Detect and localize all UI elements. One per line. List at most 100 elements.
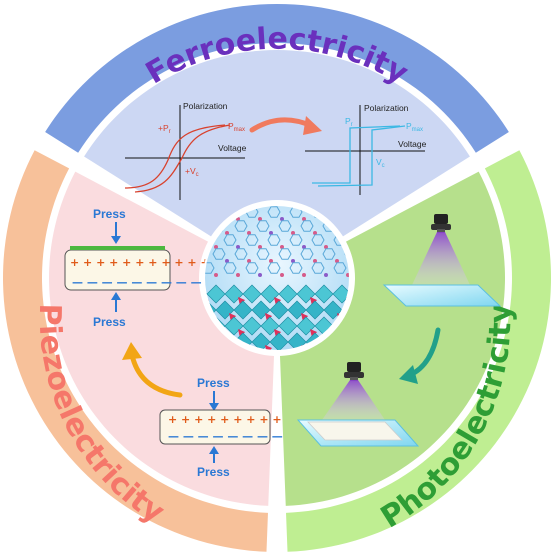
cation <box>238 297 245 306</box>
cation <box>274 297 281 306</box>
negative-charges: — — — — — — — — <box>168 430 283 443</box>
photo-setup-upper <box>382 214 502 307</box>
molecule-ring <box>278 220 292 232</box>
y-axis-label: Polarization <box>183 101 228 111</box>
press-label-top: Press <box>197 376 230 390</box>
crystal-structure <box>203 204 351 352</box>
atom <box>225 231 229 235</box>
molecule-ring <box>205 262 215 274</box>
hysteresis-branch-upper <box>312 125 401 184</box>
ring-segment-top <box>45 3 509 153</box>
atom <box>269 231 273 235</box>
molecule-ring <box>333 262 347 274</box>
arrow-head-icon <box>209 446 219 454</box>
pr-label: +Pr <box>158 123 171 135</box>
arrow-head-icon <box>111 236 121 244</box>
light-beam <box>322 380 385 420</box>
atom <box>302 245 306 249</box>
octahedron <box>269 300 289 320</box>
molecular-layer <box>205 206 349 277</box>
hysteresis-plot-left: Polarization Voltage +Pr Pmax +Vc <box>124 101 247 200</box>
atom <box>280 273 284 277</box>
x-axis-label: Voltage <box>218 143 247 153</box>
curved-arrow-icon <box>249 116 322 135</box>
ring-segment-right <box>286 150 552 552</box>
y-axis-label: Polarization <box>364 103 409 113</box>
atom <box>335 259 339 263</box>
molecule-ring <box>289 262 303 274</box>
x-axis-label: Voltage <box>398 139 427 149</box>
atom <box>269 259 273 263</box>
atom <box>280 217 284 221</box>
octahedron <box>206 284 226 304</box>
positive-charges: + + + + + + + + + <box>168 413 282 426</box>
octahedron <box>278 316 298 336</box>
hysteresis-branch-lower <box>317 125 406 187</box>
vc-label: +Vc <box>185 166 199 178</box>
cation <box>238 329 245 338</box>
film-rect <box>159 409 271 445</box>
atom <box>225 259 229 263</box>
atom <box>247 259 251 263</box>
cation <box>229 313 236 322</box>
pmax-label: Pmax <box>228 121 245 133</box>
hysteresis-branch-lower <box>134 124 231 193</box>
cation <box>310 297 317 306</box>
atom <box>346 273 349 277</box>
hysteresis-branch-upper <box>124 124 226 189</box>
molecule-ring <box>322 248 336 260</box>
piezo-film-upper: Press + + + + + + + + + + + — — — — — — … <box>64 207 210 329</box>
atom <box>258 217 262 221</box>
atom <box>214 273 218 277</box>
arrow-head-icon <box>111 292 121 300</box>
molecule-ring <box>223 234 237 246</box>
molecule-ring <box>278 248 292 260</box>
molecule-ring <box>223 262 237 274</box>
molecule-ring <box>256 248 270 260</box>
pmax-label: Pmax <box>406 121 423 133</box>
sector-ferroelectricity <box>84 49 470 237</box>
molecule-ring <box>267 234 281 246</box>
molecule-ring <box>300 248 314 260</box>
molecule-ring <box>267 206 281 218</box>
press-label-top: Press <box>93 207 126 221</box>
atom <box>302 273 306 277</box>
cation <box>301 313 308 322</box>
atom <box>214 245 218 249</box>
negative-charges: — — — — — — — — — <box>72 276 202 289</box>
atom <box>236 245 240 249</box>
atom <box>280 245 284 249</box>
octahedron <box>314 284 334 304</box>
atom <box>258 245 262 249</box>
octahedron <box>305 300 325 320</box>
atom <box>302 217 306 221</box>
outer-ring <box>2 3 552 552</box>
arrow-head-icon <box>209 403 219 411</box>
molecule-ring <box>311 234 325 246</box>
cation <box>310 329 317 338</box>
hysteresis-plot-right: Polarization Voltage Pr Pmax Vc <box>305 103 427 195</box>
molecule-ring <box>256 220 270 232</box>
thin-film <box>307 421 403 441</box>
pr-label: Pr <box>345 116 353 128</box>
molecule-ring <box>234 248 248 260</box>
octahedron <box>269 332 289 350</box>
photo-setup-lower <box>296 362 420 447</box>
positive-charges: + + + + + + + + + + + <box>70 256 210 269</box>
electrode-top <box>70 246 165 250</box>
atom <box>291 259 295 263</box>
molecule-ring <box>267 262 281 274</box>
glass-substrate <box>382 284 502 307</box>
molecule-ring <box>245 262 259 274</box>
light-beam <box>412 232 470 285</box>
octahedron <box>278 284 298 304</box>
ring-segment-left <box>2 150 268 552</box>
atom <box>324 245 328 249</box>
press-label-bottom: Press <box>197 465 230 479</box>
atom <box>313 231 317 235</box>
curved-arrow-icon <box>399 327 441 384</box>
piezo-film-lower: Press + + + + + + + + + — — — — — — — — … <box>159 376 283 479</box>
atom <box>247 231 251 235</box>
vc-label: Vc <box>376 157 385 169</box>
